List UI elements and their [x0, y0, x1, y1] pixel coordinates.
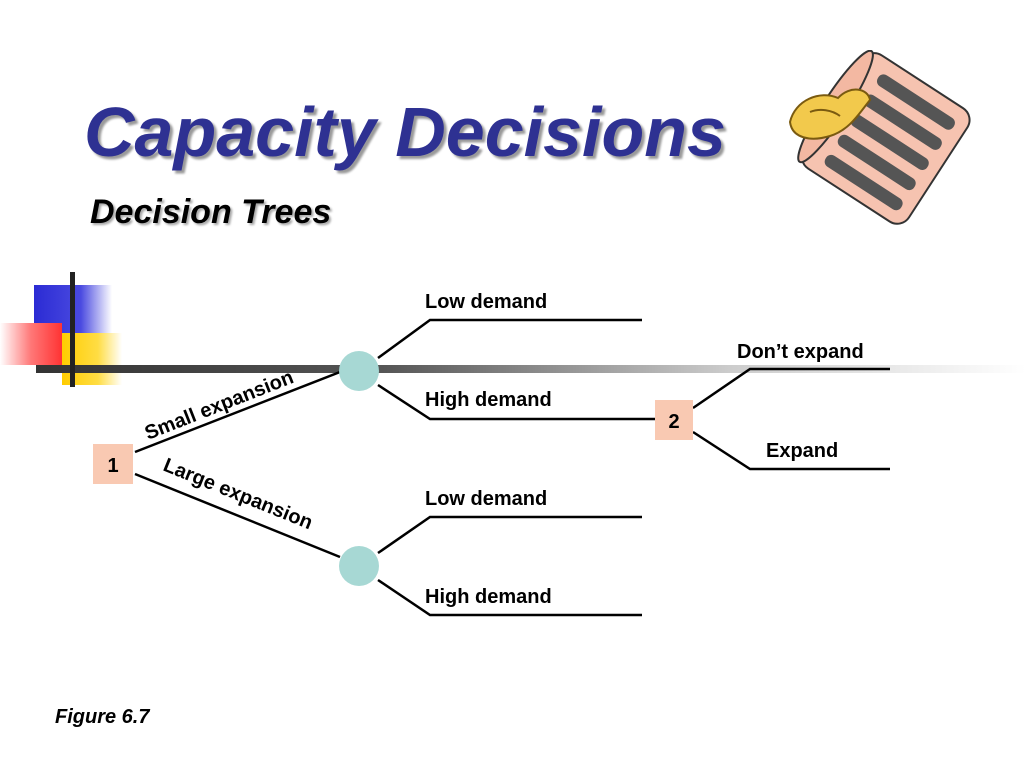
decision-node-1 — [93, 444, 133, 484]
branch-large-high-demand — [377, 578, 642, 617]
figure-caption: Figure 6.7 — [55, 706, 150, 728]
label-dont-expand: Don’t expand — [737, 341, 864, 363]
slide-title: Capacity Decisions — [84, 93, 726, 171]
decision-node-2-label: 2 — [668, 411, 679, 433]
label-small-low-demand: Low demand — [425, 291, 547, 313]
decision-node-2 — [655, 400, 693, 440]
decision-node-1-label: 1 — [107, 455, 118, 477]
branch-dont-expand — [692, 367, 890, 410]
label-large-low-demand: Low demand — [425, 488, 547, 510]
label-large-high-demand: High demand — [425, 586, 552, 608]
branch-large-expansion — [134, 472, 341, 559]
branch-small-high-demand — [377, 383, 655, 421]
chance-node-large — [339, 546, 379, 586]
label-expand: Expand — [766, 440, 838, 462]
deco-vertical-bar — [70, 272, 75, 387]
branch-small-low-demand — [377, 318, 642, 360]
deco-red-square — [0, 323, 62, 365]
slide-subtitle: Decision Trees — [90, 193, 332, 231]
chance-node-small — [339, 351, 379, 391]
deco-horizontal-bar — [36, 365, 1024, 373]
branch-expand — [692, 430, 890, 471]
branch-large-low-demand — [377, 515, 642, 555]
branch-small-expansion — [134, 370, 341, 454]
label-small-high-demand: High demand — [425, 389, 552, 411]
money-bag-and-bills-icon — [788, 50, 971, 225]
label-small-expansion: Small expansion — [142, 366, 297, 444]
